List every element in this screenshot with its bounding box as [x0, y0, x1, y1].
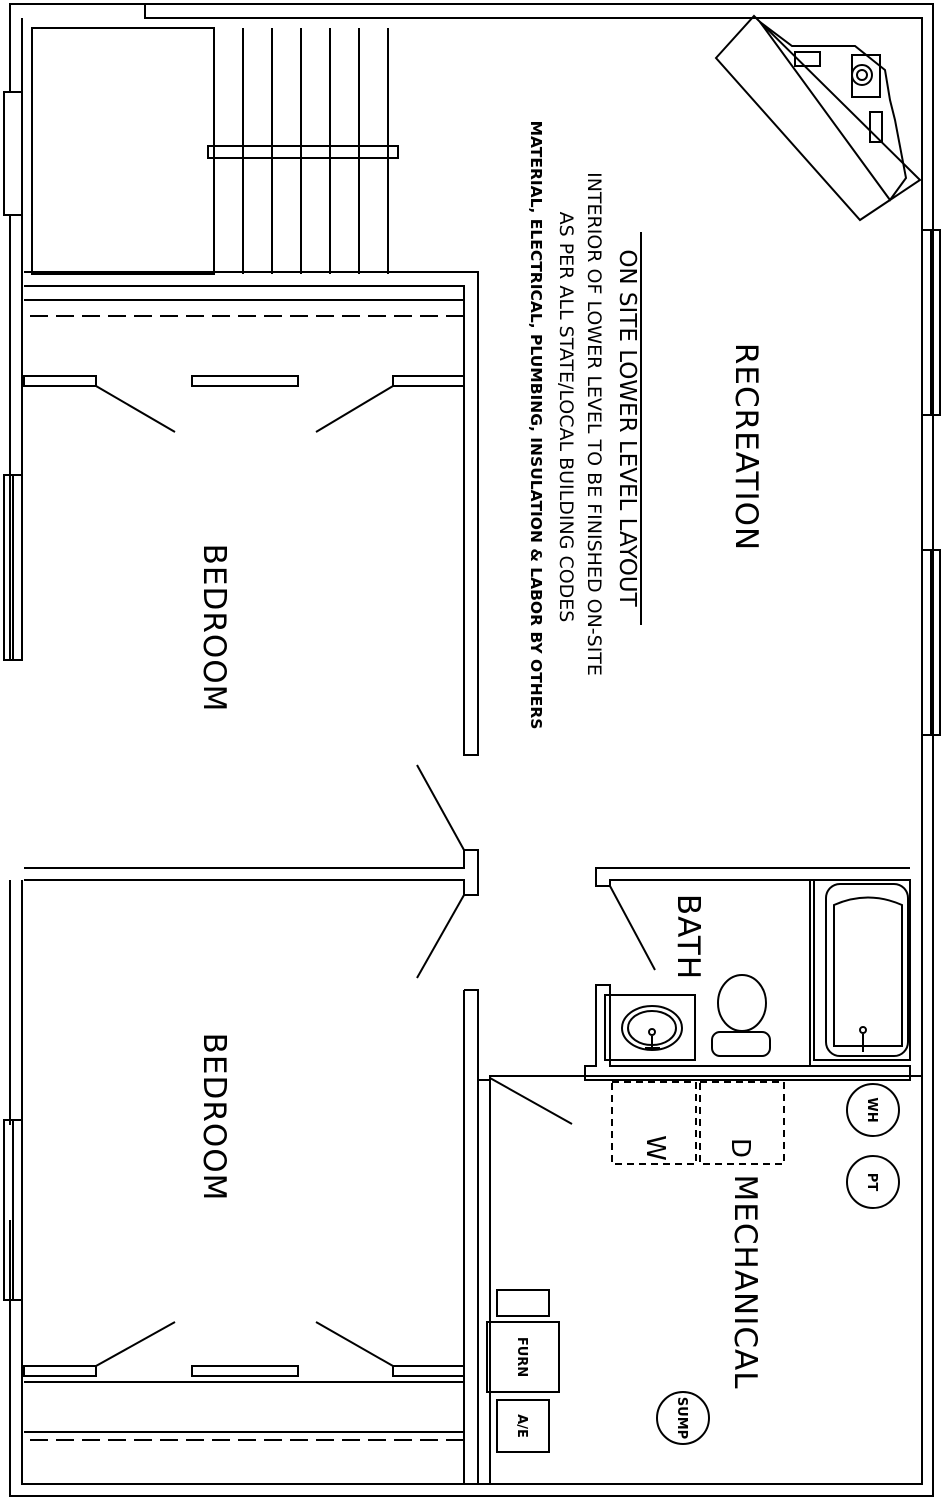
note-line-3: MATERIAL, ELECTRICAL, PLUMBING, INSULATI… — [527, 121, 545, 730]
furnace-label: FURN — [514, 1337, 529, 1377]
sump-label: SUMP — [674, 1397, 689, 1439]
dryer-label: D — [725, 1138, 755, 1158]
washer-label: W — [640, 1135, 670, 1161]
staircase — [31, 27, 399, 275]
bath-label: BATH — [670, 894, 706, 980]
layout-note: ON SITE LOWER LEVEL LAYOUT INTERIOR OF L… — [527, 121, 642, 730]
mechanical-label: MECHANICAL — [727, 1175, 763, 1390]
mechanical-walls — [478, 1075, 922, 1484]
bedroom-1-walls — [23, 271, 479, 979]
air-exchanger-label: A/E — [514, 1414, 529, 1438]
bedroom-1-label: BEDROOM — [196, 544, 232, 713]
recreation-label: RECREATION — [728, 343, 764, 551]
room-labels: RECREATION BEDROOM BEDROOM BATH MECHANIC… — [196, 343, 764, 1390]
bedroom-2-label: BEDROOM — [196, 1033, 232, 1202]
pressure-tank-label: PT — [864, 1173, 879, 1192]
equipment-labels: W D WH PT FURN A/E SUMP — [514, 1097, 879, 1439]
exterior-walls — [3, 3, 941, 1497]
note-title: ON SITE LOWER LEVEL LAYOUT — [614, 249, 640, 607]
fireplace — [714, 14, 922, 222]
bath-walls — [584, 867, 911, 1081]
bedroom-2-walls — [23, 989, 479, 1484]
note-line-1: INTERIOR OF LOWER LEVEL TO BE FINISHED O… — [583, 172, 605, 676]
note-line-2: AS PER ALL STATE/LOCAL BUILDING CODES — [555, 212, 577, 623]
water-heater-label: WH — [864, 1097, 879, 1122]
